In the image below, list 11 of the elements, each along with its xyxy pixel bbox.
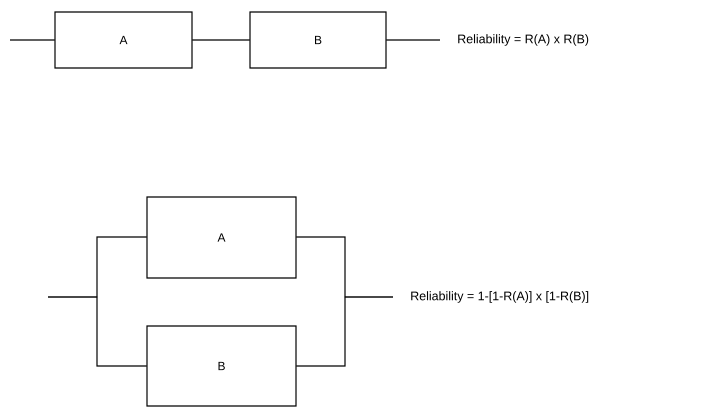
connector-line <box>10 39 54 41</box>
block-box: A <box>146 196 297 279</box>
connector-line <box>296 296 393 367</box>
connector-line <box>386 39 440 41</box>
block-box: A <box>54 11 193 69</box>
connector-line <box>48 296 146 367</box>
block-box: B <box>146 325 297 407</box>
formula-text: Reliability = 1-[1-R(A)] x [1-R(B)] <box>411 291 588 303</box>
connector-line <box>192 39 250 41</box>
formula-text: Reliability = R(A) x R(B) <box>458 34 588 46</box>
block-box: B <box>249 11 387 69</box>
